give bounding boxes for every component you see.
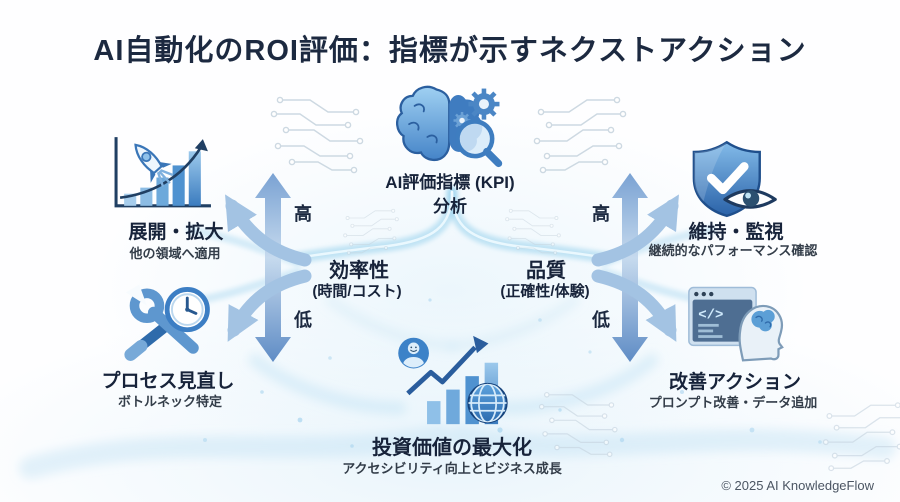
quality-low-label: 低 bbox=[592, 310, 610, 330]
expand-sub: 他の領域へ適用 bbox=[129, 246, 221, 261]
page-title: AI自動化のROI評価：指標が示すネクストアクション bbox=[93, 35, 807, 67]
improve-sub: プロンプト改善・データ追加 bbox=[648, 395, 818, 410]
invest-sub: アクセシビリティ向上とビジネス成長 bbox=[342, 461, 562, 476]
branch-arrow-maintain bbox=[591, 194, 679, 267]
quality-label: 品質 bbox=[526, 260, 566, 282]
branch-arrow-expand bbox=[225, 194, 312, 267]
efficiency-high-label: 高 bbox=[294, 204, 312, 224]
person-growth-globe-icon bbox=[394, 332, 510, 428]
shield-check-eye-icon bbox=[690, 139, 782, 225]
expand-label: 展開・拡大 bbox=[128, 222, 224, 243]
wrench-clock-icon bbox=[122, 284, 218, 364]
particle-dots bbox=[203, 298, 822, 448]
code-window-brain-head-icon: </> bbox=[687, 283, 785, 363]
efficiency-label: 効率性 bbox=[329, 260, 389, 282]
efficiency-sub: (時間/コスト) bbox=[312, 283, 402, 300]
quality-axis-arrow bbox=[612, 173, 648, 362]
efficiency-low-label: 低 bbox=[294, 310, 312, 330]
branch-arrows bbox=[225, 194, 679, 342]
rocket-growth-chart-icon bbox=[110, 133, 216, 213]
process-label: プロセス見直し bbox=[101, 371, 235, 392]
branch-arrow-process bbox=[227, 269, 312, 342]
quality-high-label: 高 bbox=[592, 204, 610, 224]
kpi-label-line1: AI評価指標 (KPI) bbox=[385, 173, 515, 192]
efficiency-axis-arrow bbox=[255, 173, 291, 362]
quality-sub: (正確性/体験) bbox=[500, 283, 590, 300]
kpi-label-line2: 分析 bbox=[433, 197, 467, 216]
svg-text:</>: </> bbox=[698, 307, 723, 323]
branch-arrow-improve bbox=[591, 269, 677, 342]
copyright-notice: © 2025 AI KnowledgeFlow bbox=[721, 478, 874, 493]
process-sub: ボトルネック特定 bbox=[117, 394, 223, 409]
improve-label: 改善アクション bbox=[668, 372, 802, 393]
maintain-label: 維持・監視 bbox=[688, 222, 784, 243]
invest-label: 投資価値の最大化 bbox=[372, 437, 532, 459]
maintain-sub: 継続的なパフォーマンス確認 bbox=[648, 243, 818, 258]
brain-gears-magnifier-icon bbox=[396, 84, 508, 168]
